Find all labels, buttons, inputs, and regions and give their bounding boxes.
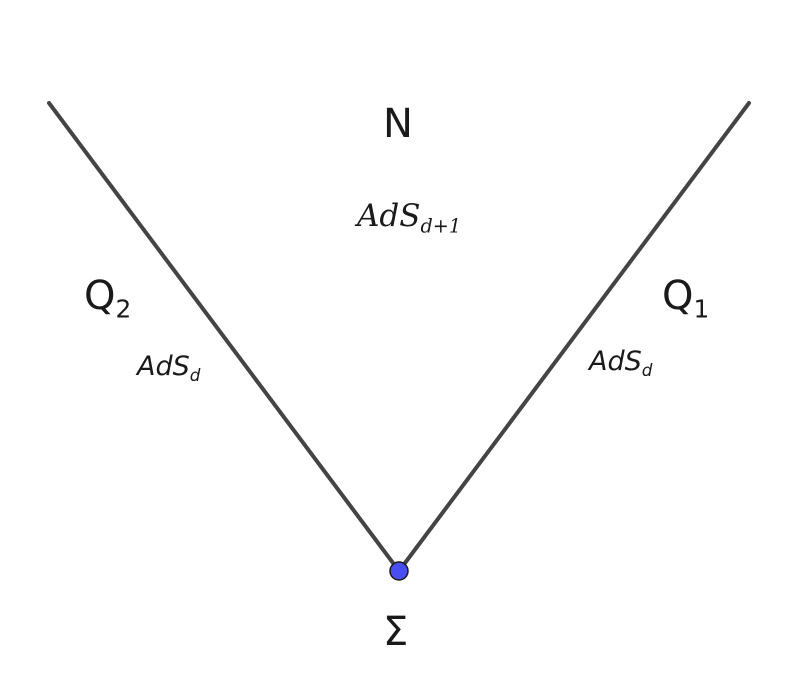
left-brane-name-label: Q2: [84, 273, 131, 322]
left-brane-name-base: Q: [84, 273, 116, 319]
left-brane-line: [47, 101, 401, 573]
right-brane-name-base: Q: [662, 273, 694, 319]
region-metric-label: AdSd+1: [357, 198, 461, 236]
left-brane-metric-base: AdS: [137, 351, 190, 382]
left-brane-metric-label: AdSd: [137, 351, 200, 383]
region-metric-sub: d+1: [420, 214, 462, 238]
junction-point: [389, 561, 409, 581]
junction-label: Σ: [383, 612, 408, 652]
left-brane-metric-sub: d: [189, 364, 201, 385]
right-brane-metric-label: AdSd: [589, 346, 652, 378]
junction-name: Σ: [383, 609, 409, 655]
region-name: N: [383, 101, 413, 147]
region-label: N: [383, 104, 413, 144]
right-brane-line: [397, 101, 751, 573]
left-brane-name-sub: 2: [115, 294, 132, 324]
right-brane-name-label: Q1: [662, 273, 709, 322]
right-brane-metric-base: AdS: [589, 346, 642, 377]
right-brane-metric-sub: d: [641, 359, 653, 380]
region-metric-base: AdS: [357, 198, 421, 234]
right-brane-name-sub: 1: [693, 294, 710, 324]
